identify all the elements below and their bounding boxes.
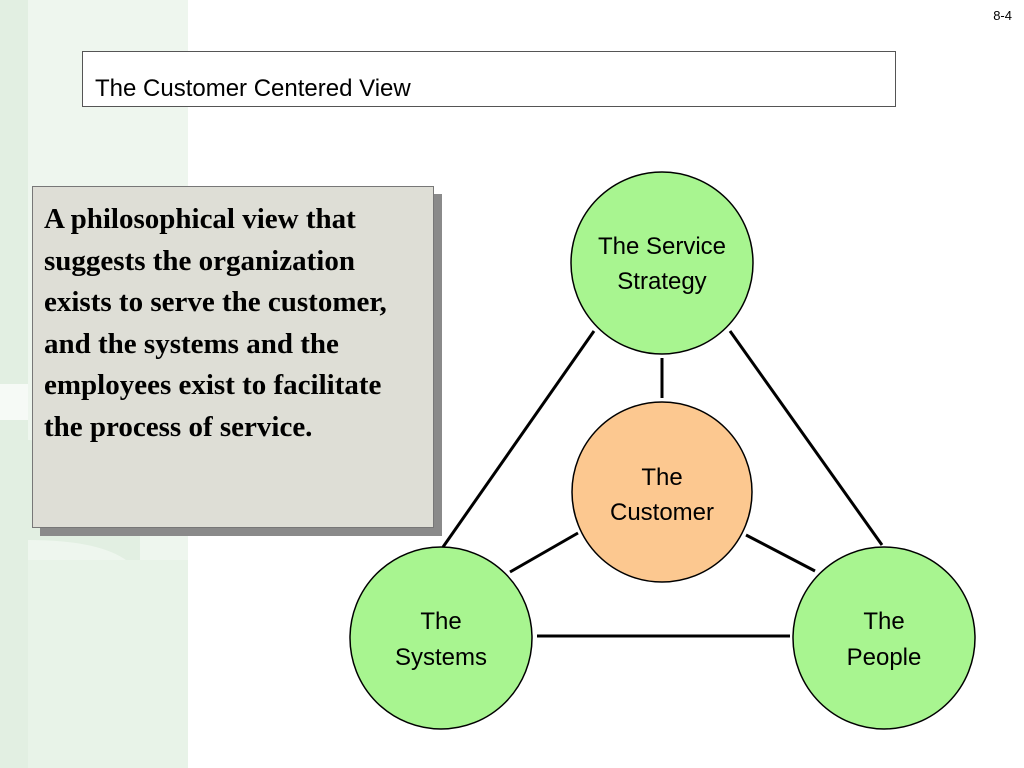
node-customer: The Customer — [571, 401, 753, 583]
node-service-strategy-label-line2: Strategy — [617, 268, 706, 295]
node-people-label-line2: People — [847, 644, 922, 671]
definition-text: A philosophical view that suggests the o… — [44, 203, 387, 443]
definition-box: A philosophical view that suggests the o… — [32, 186, 434, 528]
title-box: The Customer Centered View — [82, 51, 896, 107]
node-people-circle — [792, 546, 976, 730]
node-systems: The Systems — [349, 546, 533, 730]
node-people-label-line1: The — [863, 608, 904, 635]
node-systems-label-line2: Systems — [395, 644, 487, 671]
node-systems-label-line1: The — [420, 608, 461, 635]
connector-strategy-to-people — [728, 330, 884, 546]
node-people: The People — [792, 546, 976, 730]
node-systems-circle — [349, 546, 533, 730]
node-service-strategy: The Service Strategy — [570, 171, 754, 355]
connector-customer-to-people — [745, 533, 816, 573]
node-service-strategy-circle — [570, 171, 754, 355]
node-customer-circle — [571, 401, 753, 583]
connector-customer-to-systems — [509, 531, 579, 574]
node-customer-label-line1: The — [641, 464, 682, 491]
node-service-strategy-label-line1: The Service — [598, 233, 726, 260]
slide-title: The Customer Centered View — [95, 75, 411, 102]
connector-strategy-to-systems — [441, 330, 596, 548]
slide-number: 8-4 — [993, 8, 1012, 23]
node-customer-label-line2: Customer — [610, 499, 714, 526]
